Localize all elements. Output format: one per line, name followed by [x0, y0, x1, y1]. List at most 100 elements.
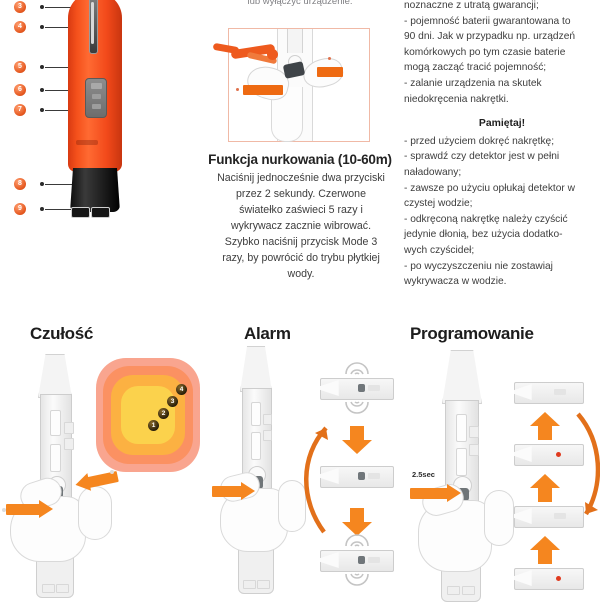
- detector-side-marking: [469, 444, 479, 456]
- warning-line: noznaczne z utratą gwarancji;: [404, 0, 539, 11]
- callout-badge: 9: [14, 203, 26, 215]
- arrow-head: [342, 440, 372, 454]
- panel-sensitivity: Czułość 1 2 3 4: [0, 318, 212, 600]
- panel-title-sensitivity: Czułość: [30, 324, 94, 343]
- detector-side-marking: [64, 438, 74, 450]
- callout-line: [45, 89, 82, 91]
- callout-badge: 5: [14, 61, 26, 73]
- panel-alarm: Alarm: [212, 318, 396, 600]
- callout-badge: 4: [14, 21, 26, 33]
- warranty-warnings: noznaczne z utratą gwarancji; - pojemnoś…: [404, 0, 600, 290]
- arrow-stem: [350, 508, 364, 524]
- remember-line: - zawsze po użyciu opłukaj detektor w: [404, 182, 576, 194]
- arrow-stem: [538, 424, 552, 440]
- remember-line: wykrywacza w wodzie.: [404, 276, 507, 288]
- callout-badge: 3: [14, 1, 26, 13]
- alarm-step-arrow-1: [342, 426, 372, 454]
- remember-line: czystej wodzie;: [404, 198, 473, 210]
- detector-brand-mark: [88, 56, 98, 74]
- callout-dot: [40, 207, 44, 211]
- arrow-stem: [538, 486, 552, 502]
- arrow-stem: [350, 426, 364, 442]
- sensitivity-level-dot: 4: [176, 384, 187, 395]
- programming-state-4: [514, 568, 584, 590]
- vibration-waves-bottom-2: [345, 573, 369, 586]
- detector-black-cap: [70, 168, 120, 212]
- detector-window-upper: [456, 414, 467, 442]
- hold-duration-label: 2.5sec: [412, 470, 435, 479]
- diver-head: [267, 49, 278, 60]
- detector-prong-right: [91, 207, 110, 218]
- press-marker-right: [328, 57, 331, 60]
- detector-side-marking: [64, 422, 74, 434]
- detector-red-led: [556, 576, 561, 581]
- vibration-waves-top: [345, 362, 369, 375]
- detector-taper: [38, 354, 72, 398]
- detector-window-upper: [251, 402, 261, 426]
- alarm-state-3: [320, 550, 394, 572]
- press-arrow-right-bar: [87, 471, 119, 488]
- remember-heading: Pamiętaj!: [478, 118, 526, 130]
- callout-line: [45, 208, 95, 210]
- callout-dot: [40, 108, 44, 112]
- warning-line: mogą zacząć tracić pojemność;: [404, 62, 547, 74]
- detector-window-upper: [50, 410, 61, 436]
- detector-side-marking: [469, 426, 479, 438]
- callout-dot: [40, 25, 44, 29]
- callout-dot: [40, 88, 44, 92]
- press-arrow-left-dot: [2, 508, 6, 512]
- fingers: [278, 480, 306, 532]
- arrow-stem: [538, 548, 552, 564]
- alarm-state-2: [320, 466, 394, 488]
- diving-title: Funkcja nurkowania (10-60m): [208, 152, 392, 167]
- detector-window: [554, 389, 566, 395]
- callout-line: [45, 109, 81, 111]
- detector-slot-insert: [91, 2, 94, 44]
- fingers: [484, 490, 514, 546]
- press-arrow-left: [243, 85, 283, 95]
- detector-window-lower: [251, 432, 261, 460]
- alarm-press-arrow: [212, 482, 255, 500]
- callout-dot: [40, 182, 44, 186]
- top-section: 3 4 5 6 7: [0, 0, 600, 287]
- detector-prong-left: [71, 207, 90, 218]
- vibration-waves-top-2: [345, 534, 369, 547]
- callout-dot: [40, 65, 44, 69]
- alarm-cycle-arrow: [304, 426, 328, 534]
- arrow-head: [530, 536, 560, 550]
- press-marker-left: [236, 88, 239, 91]
- detector-side-marking: [263, 430, 272, 441]
- detector-prong: [42, 584, 55, 593]
- detector-prong: [257, 580, 270, 589]
- panel-title-alarm: Alarm: [244, 324, 291, 343]
- callout-badge: 7: [14, 104, 26, 116]
- fingers: [78, 486, 112, 540]
- warnings-text-block: noznaczne z utratą gwarancji; - pojemnoś…: [404, 0, 600, 287]
- remember-line: - po wyczyszczeniu nie zostawiaj: [404, 260, 553, 272]
- press-arrow-right-dot: [110, 470, 114, 474]
- diver-figure: [212, 37, 289, 67]
- programming-state-3: [514, 506, 584, 528]
- sensitivity-level-dot: 2: [158, 408, 169, 419]
- detector-window: [368, 385, 380, 391]
- programming-step-arrow-2: [530, 474, 560, 502]
- callout-dot: [40, 5, 44, 9]
- remember-line: jedynie dłonią, bez użycia dodatko-: [404, 229, 563, 241]
- remember-line: - odkręconą nakrętkę należy czyścić: [404, 213, 568, 225]
- callout-line: [45, 183, 87, 185]
- illus-detector-tip: [287, 29, 303, 53]
- warning-line: - pojemność baterii gwarantowana to: [404, 15, 571, 27]
- detector-taper: [240, 346, 272, 392]
- panel-programming: Programowanie 2.5sec: [396, 318, 600, 602]
- detector-prong: [447, 586, 460, 595]
- programming-cycle-arrow: [576, 412, 600, 516]
- callout-line: [45, 26, 85, 28]
- diving-illustration: [212, 28, 370, 142]
- callout-badge: 6: [14, 84, 26, 96]
- warning-line: - zalanie urządzenia na skutek: [404, 77, 542, 89]
- detector-taper: [442, 350, 482, 404]
- panel-title-programming: Programowanie: [410, 324, 534, 343]
- vibration-waves-bottom: [345, 401, 369, 414]
- arrow-head: [530, 474, 560, 488]
- detector-red-led: [556, 452, 561, 457]
